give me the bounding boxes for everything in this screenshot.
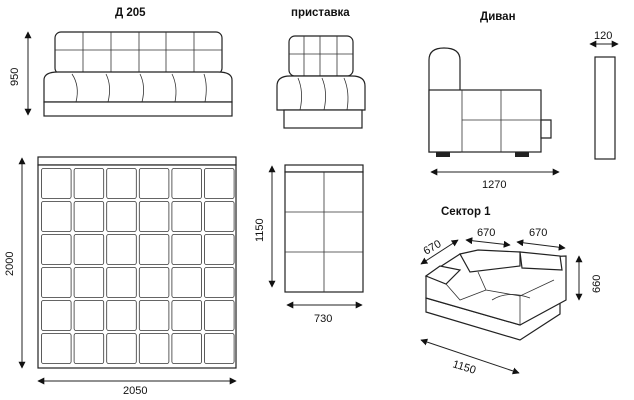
bed-cushion bbox=[138, 234, 170, 265]
ottoman-width-label: 730 bbox=[314, 313, 332, 325]
sector-height-label: 660 bbox=[591, 275, 603, 293]
bed-cushion bbox=[171, 201, 202, 232]
ottoman-length-label: 1150 bbox=[254, 218, 266, 242]
bed-cushion bbox=[106, 267, 137, 298]
sofa-side-title: Диван bbox=[480, 11, 516, 23]
bed-cushion bbox=[204, 333, 235, 364]
bed-cushion bbox=[171, 234, 202, 265]
bed-cushion bbox=[138, 267, 170, 298]
bed-cushion bbox=[41, 201, 72, 232]
bed-cushion bbox=[73, 201, 105, 232]
sofa-front-view: Д 205 950 bbox=[9, 7, 233, 117]
bed-cushion bbox=[171, 267, 202, 298]
bed-cushion bbox=[41, 267, 72, 298]
bed-cushion bbox=[138, 201, 170, 232]
sector-view: Сектор 1 670 670 670 660 1150 bbox=[420, 206, 603, 377]
sofa-height-label: 950 bbox=[9, 68, 21, 86]
bed-cushion bbox=[73, 300, 105, 331]
bed-cushion bbox=[41, 333, 72, 364]
sector-dim-a: 670 bbox=[422, 238, 444, 258]
bed-width-label: 2050 bbox=[123, 385, 147, 397]
bed-cushion bbox=[171, 300, 202, 331]
bed-cushion bbox=[204, 168, 235, 199]
bed-cushion bbox=[73, 267, 105, 298]
ottoman-top-view: 1150 730 bbox=[254, 164, 364, 325]
bed-cushion bbox=[138, 300, 170, 331]
ottoman-front-view: приставка bbox=[276, 7, 366, 129]
sofa-side-view: Диван 1270 120 bbox=[428, 11, 619, 191]
sector-title: Сектор 1 bbox=[441, 206, 491, 218]
bed-cushion bbox=[204, 201, 235, 232]
bed-cushion bbox=[106, 168, 137, 199]
bed-cushion bbox=[204, 234, 235, 265]
bed-cushion bbox=[106, 333, 137, 364]
bed-cushion bbox=[106, 201, 137, 232]
bed-top-view: 2000 2050 bbox=[4, 156, 237, 397]
side-depth-label: 120 bbox=[594, 30, 612, 42]
bed-cushion-grid bbox=[41, 168, 235, 364]
bed-cushion bbox=[171, 168, 202, 199]
bed-cushion bbox=[138, 333, 170, 364]
bed-cushion bbox=[73, 333, 105, 364]
bed-cushion bbox=[204, 267, 235, 298]
bed-cushion bbox=[41, 168, 72, 199]
sector-dim-c: 670 bbox=[529, 227, 547, 239]
bed-cushion bbox=[138, 168, 170, 199]
bed-cushion bbox=[106, 234, 137, 265]
side-length-label: 1270 bbox=[482, 179, 506, 191]
bed-cushion bbox=[106, 300, 137, 331]
ottoman-title: приставка bbox=[291, 7, 350, 19]
sector-dim-b: 670 bbox=[477, 227, 495, 239]
sector-base-label: 1150 bbox=[451, 358, 477, 376]
bed-cushion bbox=[73, 234, 105, 265]
bed-length-label: 2000 bbox=[4, 252, 16, 276]
sofa-model-title: Д 205 bbox=[115, 7, 146, 19]
bed-cushion bbox=[171, 333, 202, 364]
bed-cushion bbox=[73, 168, 105, 199]
bed-cushion bbox=[41, 300, 72, 331]
bed-cushion bbox=[204, 300, 235, 331]
bed-cushion bbox=[41, 234, 72, 265]
